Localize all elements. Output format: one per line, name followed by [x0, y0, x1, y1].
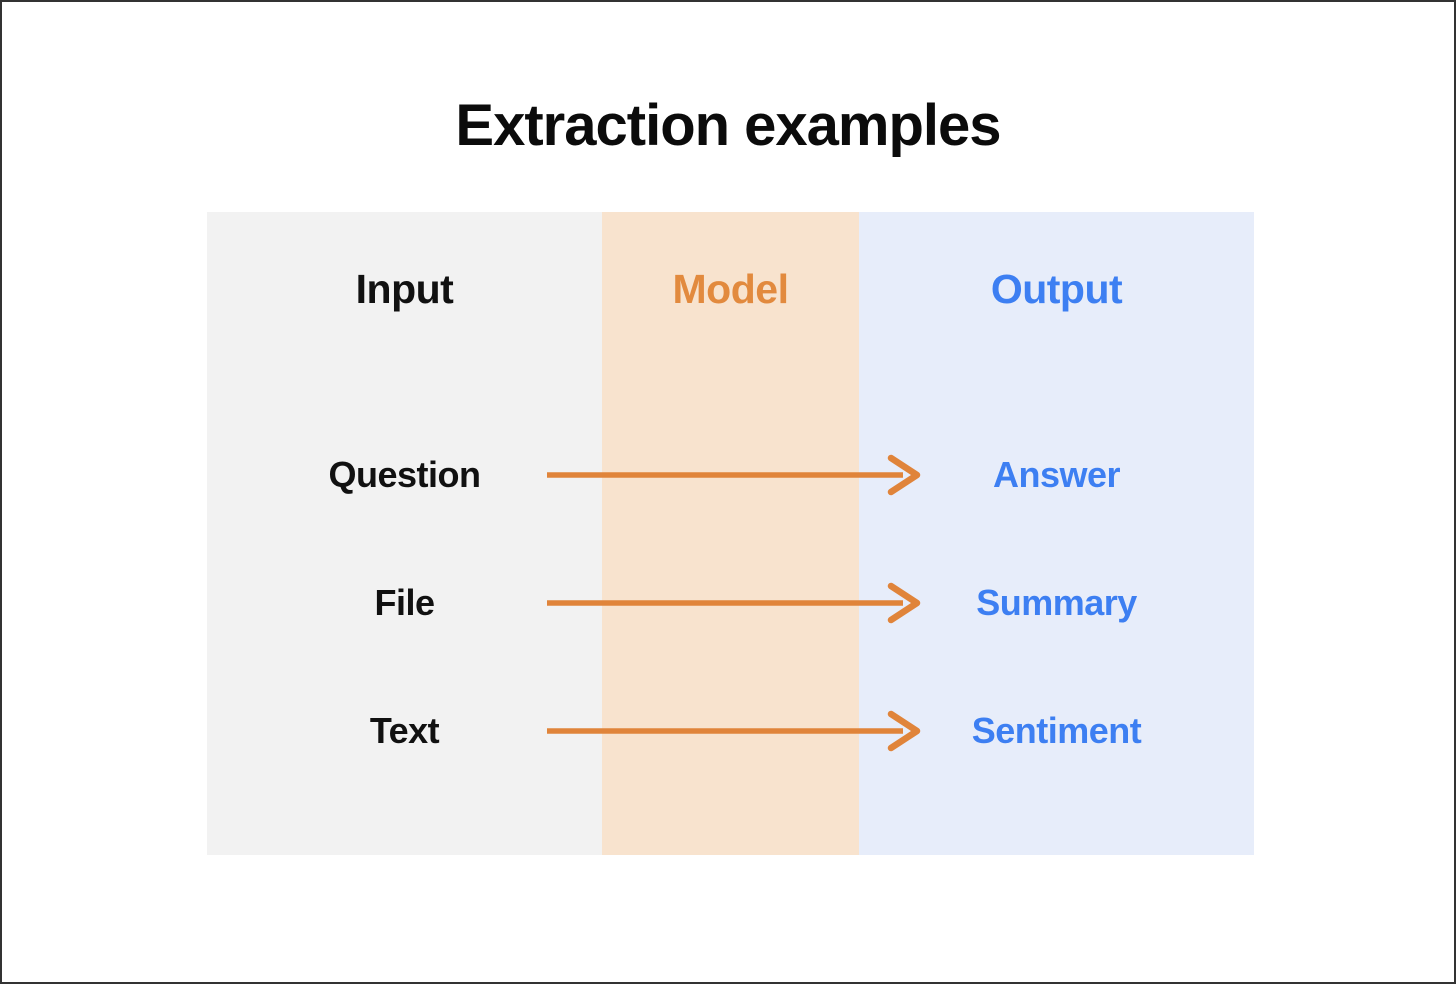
arrow-question-to-answer — [547, 454, 921, 496]
model-column-header: Model — [672, 266, 789, 312]
arrow-file-to-summary — [547, 582, 921, 624]
input-label-text: Text — [369, 710, 440, 751]
output-label-summary: Summary — [976, 582, 1137, 623]
output-column: Output — [859, 212, 1254, 855]
input-label-file: File — [374, 582, 435, 623]
output-label-sentiment: Sentiment — [971, 710, 1142, 751]
extraction-table: Input Model Output Question Answer File … — [207, 212, 1254, 855]
arrow-text-to-sentiment — [547, 710, 921, 752]
input-column-header: Input — [355, 266, 454, 312]
output-column-header: Output — [990, 266, 1123, 312]
input-label-question: Question — [328, 454, 481, 495]
input-column: Input — [207, 212, 602, 855]
model-column: Model — [602, 212, 859, 855]
output-label-answer: Answer — [992, 454, 1121, 495]
diagram-title: Extraction examples — [455, 93, 1001, 158]
